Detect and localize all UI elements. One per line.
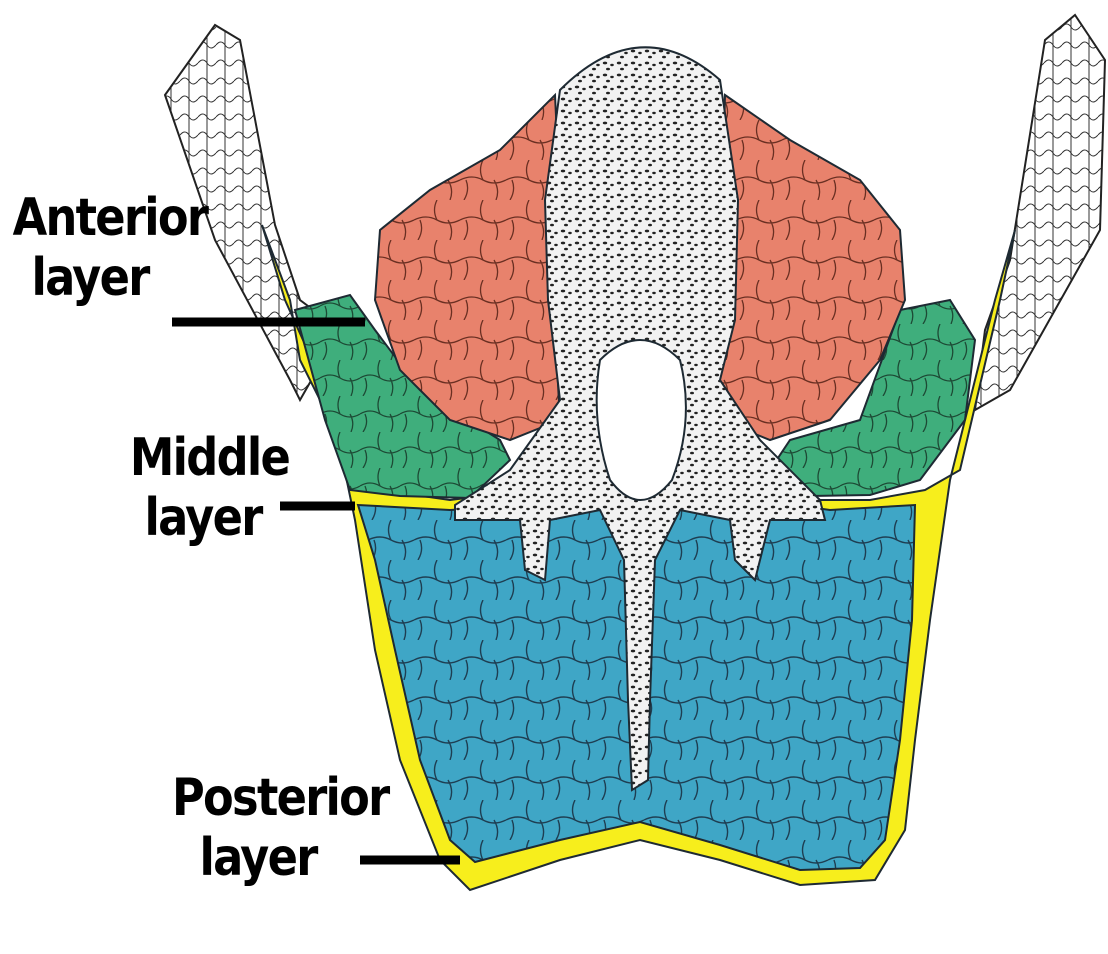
posterior-label-line1: Posterior [172, 768, 344, 828]
posterior-label-line2: layer [172, 828, 344, 888]
anterior-label-line1: Anterior [13, 188, 168, 248]
anterior-label-line2: layer [13, 248, 168, 308]
anterior-layer-label: Anterior layer [13, 188, 168, 308]
posterior-layer-label: Posterior layer [172, 768, 344, 888]
middle-layer-label: Middle layer [130, 428, 276, 548]
middle-label-line2: layer [130, 488, 276, 548]
right-oblique-muscles [975, 15, 1105, 410]
spinal-canal [597, 340, 686, 500]
middle-label-line1: Middle [130, 428, 276, 488]
